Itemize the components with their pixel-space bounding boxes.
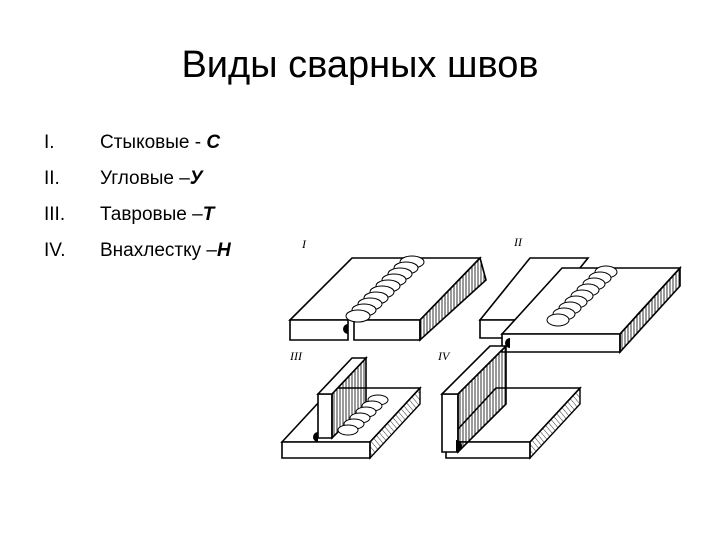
- corner-joint-drawing: II: [478, 235, 682, 355]
- weld-joints-diagram: I II: [280, 235, 682, 460]
- weld-type-code: Н: [216, 240, 231, 261]
- list-text: Угловые –У: [100, 166, 203, 192]
- weld-type-code: Т: [202, 204, 215, 225]
- list-number: III.: [44, 204, 66, 225]
- weld-type-name: Внахлестку –: [100, 240, 217, 261]
- joint-label-4: IV: [437, 349, 451, 363]
- slide-title: Виды сварных швов: [181, 44, 539, 86]
- weld-bead: [546, 265, 618, 327]
- list-number: II.: [44, 168, 60, 189]
- list-text: Внахлестку –Н: [100, 238, 231, 264]
- butt-joint-drawing: I: [288, 237, 487, 342]
- weld-type-name: Стыковые -: [100, 132, 207, 153]
- list-text: Стыковые - С: [100, 130, 220, 156]
- joint-label-1: I: [301, 237, 307, 251]
- list-text: Тавровые –Т: [100, 202, 214, 228]
- weld-bead: [337, 394, 389, 436]
- tee-joint-drawing: III: [280, 349, 422, 460]
- weld-type-name: Угловые –: [100, 168, 190, 189]
- weld-type-code: С: [206, 132, 221, 153]
- joint-label-3: III: [289, 349, 303, 363]
- lap-joint-drawing: IV: [437, 344, 582, 460]
- weld-bead: [345, 255, 425, 323]
- list-number: IV.: [44, 240, 66, 261]
- joint-label-2: II: [513, 235, 523, 249]
- weld-type-name: Тавровые –: [100, 204, 203, 225]
- weld-type-code: У: [189, 168, 203, 189]
- list-number: I.: [44, 132, 55, 153]
